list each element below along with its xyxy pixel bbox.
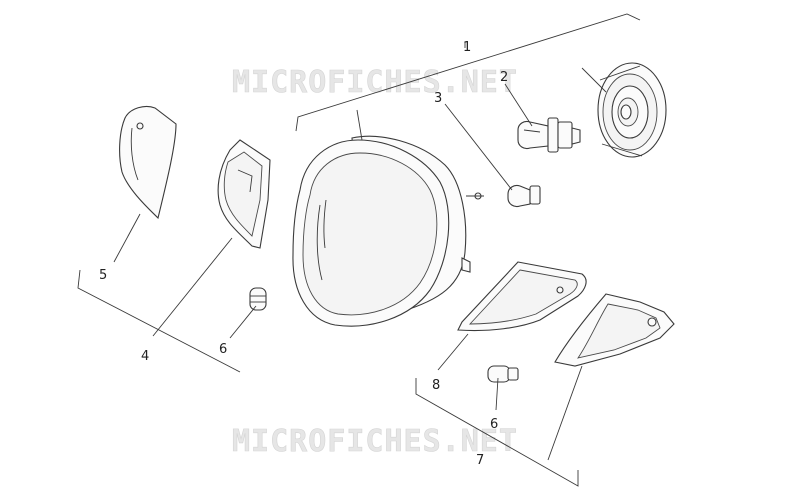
callout-4: 4 [141,349,149,364]
left-turn-signal-lens [119,105,177,220]
headlight-bulb-cover [597,62,667,158]
callout-2: 2 [500,70,508,85]
bracket-7 [415,378,579,487]
parking-light-bulb [507,184,541,208]
watermark-bottom: MICROFICHES.NET [232,424,518,459]
watermark-top: MICROFICHES.NET [232,65,518,100]
headlight-assembly [292,135,484,327]
turn-signal-bulb-left [249,287,267,311]
callout-3: 3 [434,91,442,106]
turn-signal-bulb-right [487,365,519,383]
callout-5: 5 [99,268,107,283]
right-turn-signal [554,293,675,367]
callout-8: 8 [432,378,440,393]
left-turn-signal [217,139,271,249]
bracket-1 [295,13,641,132]
callout-6-left: 6 [219,342,227,357]
callout-6-right: 6 [490,417,498,432]
bracket-4 [77,269,241,373]
right-turn-signal-lens [457,261,587,332]
callout-1: 1 [463,40,471,55]
callout-7: 7 [476,453,484,468]
leader-lines [113,42,607,461]
headlight-bulb [517,117,581,153]
